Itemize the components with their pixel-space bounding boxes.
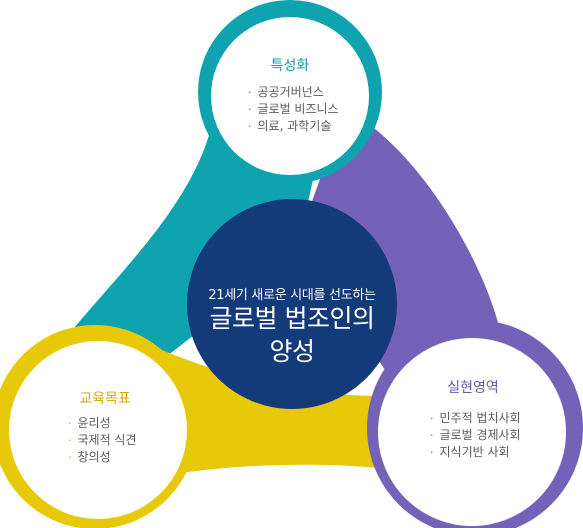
list-item: ·글로벌 경제사회 — [430, 428, 521, 442]
right-circle-inner — [378, 338, 566, 526]
right-circle-title: 실현영역 — [447, 380, 499, 396]
left-circle-inner — [9, 341, 187, 519]
list-item: ·민주적 법치사회 — [430, 411, 521, 425]
center-subtitle: 21세기 새로운 시대를 선도하는 — [208, 288, 376, 303]
list-item: ·지식기반 사회 — [430, 445, 510, 459]
top-circle-inner — [211, 17, 369, 175]
list-item: ·의료, 과학기술 — [248, 119, 332, 133]
right-circle-list: ·민주적 법치사회 ·글로벌 경제사회 ·지식기반 사회 — [430, 410, 521, 461]
list-item: ·윤리성 — [68, 416, 111, 430]
left-circle-list: ·윤리성 ·국제적 식견 ·창의성 — [68, 415, 137, 466]
top-circle-list: ·공공거버넌스 ·글로벌 비즈니스 ·의료, 과학기술 — [248, 84, 339, 135]
top-circle-title: 특성화 — [270, 58, 310, 74]
yellow-connector-band — [150, 345, 400, 480]
list-item: ·창의성 — [68, 450, 111, 464]
center-title-line1: 글로벌 법조인의 — [209, 304, 375, 333]
list-item: ·공공거버넌스 — [248, 85, 324, 99]
list-item: ·국제적 식견 — [68, 433, 137, 447]
center-title-line2: 양성 — [269, 337, 315, 366]
left-circle-title: 교육목표 — [79, 391, 131, 407]
center-circle — [187, 199, 397, 409]
center-title: 글로벌 법조인의 양성 — [172, 302, 412, 368]
list-item: ·글로벌 비즈니스 — [248, 102, 339, 116]
